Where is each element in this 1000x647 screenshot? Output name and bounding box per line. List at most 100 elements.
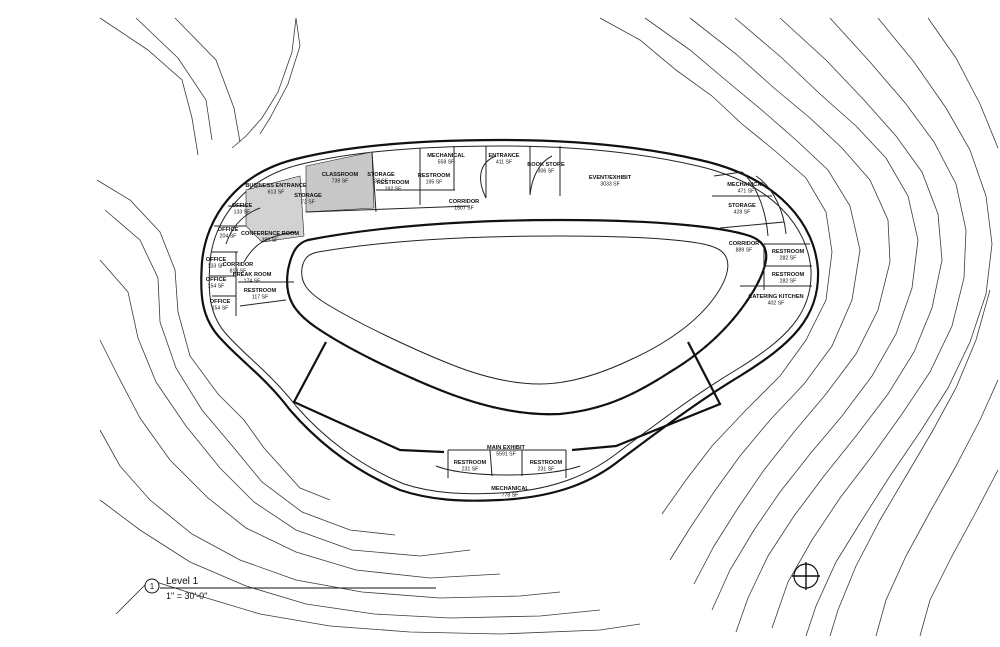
- column: [341, 342, 344, 345]
- partition: [755, 175, 787, 235]
- partition: [225, 207, 261, 245]
- room-area: 5591 SF: [496, 452, 516, 458]
- column: [331, 234, 334, 237]
- column: [440, 222, 443, 225]
- column: [755, 238, 758, 240]
- contour-line: [96, 179, 331, 501]
- site-contours: [96, 17, 999, 637]
- room-name: MECHANICAL: [427, 153, 465, 159]
- column: [615, 219, 618, 222]
- room-name: OFFICE: [218, 227, 239, 233]
- partition: [489, 449, 493, 477]
- room-area: 154 SF: [208, 284, 225, 290]
- partition: [371, 151, 377, 213]
- room-area: 889 SF: [736, 248, 753, 254]
- room-area: 282 SF: [780, 256, 797, 262]
- column: [760, 241, 763, 244]
- column: [492, 406, 495, 409]
- gallery-wing-west: [292, 341, 445, 454]
- column: [631, 392, 634, 395]
- partition: [435, 465, 581, 476]
- partition: [243, 231, 297, 263]
- column: [596, 406, 599, 409]
- column: [439, 389, 441, 391]
- room-name: STORAGE: [367, 172, 395, 178]
- column: [532, 412, 535, 415]
- partition: [713, 171, 743, 177]
- courtyard-ring-outer: [286, 218, 768, 416]
- column: [761, 271, 764, 274]
- column: [287, 292, 290, 295]
- room-name: STORAGE: [728, 203, 756, 209]
- contour-line: [99, 259, 471, 557]
- room-area: 133 SF: [208, 264, 225, 270]
- column: [765, 251, 767, 254]
- column: [310, 323, 313, 326]
- column: [354, 349, 357, 352]
- column: [368, 357, 371, 359]
- contour-line: [135, 17, 213, 141]
- contour-line: [919, 469, 999, 637]
- column: [505, 409, 508, 412]
- partition: [529, 155, 553, 196]
- column: [357, 230, 360, 233]
- column: [693, 354, 696, 357]
- column: [619, 397, 622, 400]
- column: [411, 377, 414, 380]
- room-name: OFFICE: [206, 257, 227, 263]
- room-name: RESTROOM: [244, 288, 277, 294]
- column: [641, 220, 644, 223]
- contour-line: [231, 17, 297, 149]
- column: [723, 327, 726, 330]
- north-arrow-icon: [792, 562, 820, 590]
- column: [588, 219, 591, 222]
- column: [764, 264, 766, 267]
- contour-line: [927, 17, 999, 149]
- room-area: 174 SF: [244, 279, 261, 285]
- contour-line: [805, 17, 993, 637]
- column: [412, 224, 415, 227]
- room-name: OFFICE: [206, 277, 227, 283]
- contour-line: [875, 379, 999, 637]
- room-area: 558 SF: [438, 160, 455, 166]
- room-name: RESTROOM: [530, 460, 563, 466]
- room-name: RESTROOM: [772, 249, 805, 255]
- room-area: 117 SF: [252, 295, 268, 301]
- contour-line: [599, 17, 833, 515]
- contour-line: [711, 17, 919, 611]
- room-name: MECHANICAL: [491, 486, 529, 492]
- room-area: 282 SF: [780, 279, 797, 285]
- column: [545, 413, 548, 416]
- room-name: BREAK ROOM: [233, 272, 272, 278]
- contour-line: [99, 429, 561, 599]
- column: [499, 219, 502, 222]
- room-name: EVENT/EXHIBIT: [589, 175, 632, 181]
- room-name: MAIN EXHIBIT: [487, 445, 525, 451]
- room-area: 818 SF: [230, 269, 247, 275]
- column: [732, 318, 735, 321]
- partition: [741, 171, 769, 237]
- column: [479, 402, 481, 405]
- building: [200, 138, 820, 502]
